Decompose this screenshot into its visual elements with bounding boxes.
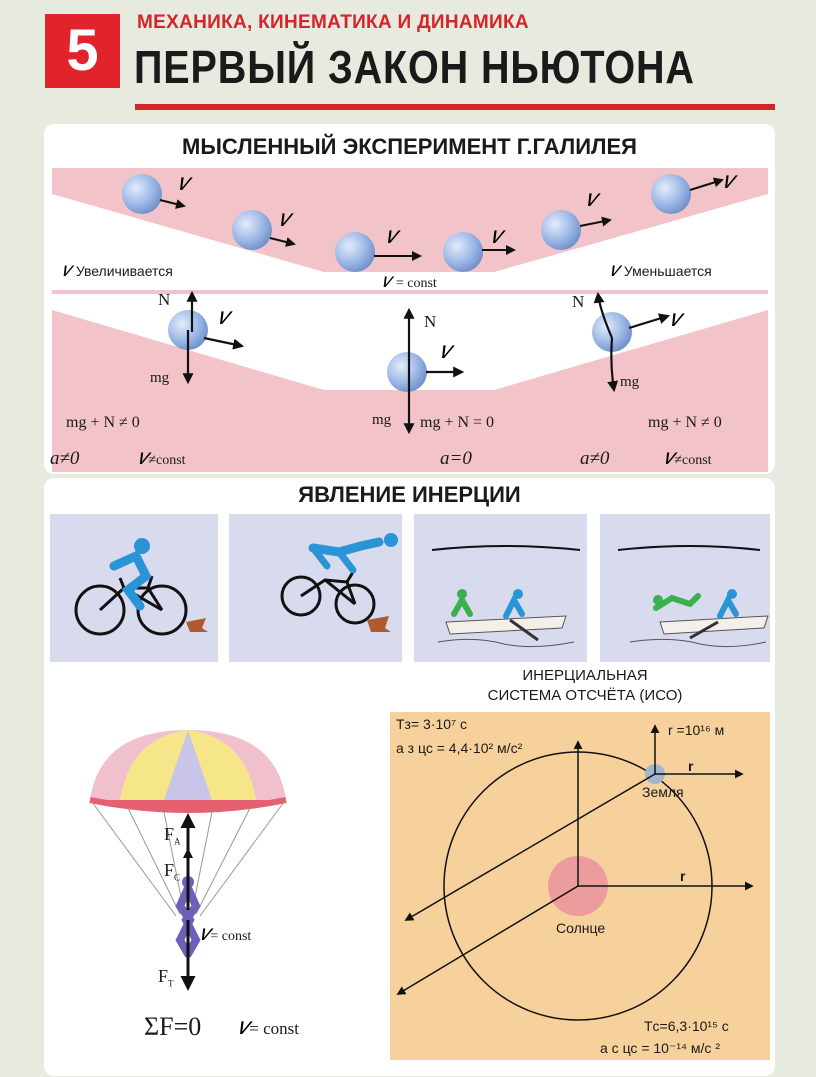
iso-caption-line1: ИНЕРЦИАЛЬНАЯ xyxy=(522,667,648,684)
v-symbol-top1: 𝑣 xyxy=(178,170,190,196)
title-underline xyxy=(135,104,775,110)
increases-text: Увеличивается xyxy=(75,263,173,279)
page-title: ПЕРВЫЙ ЗАКОН НЬЮТОНА xyxy=(134,41,695,93)
eq-right: mg + N ≠ 0 xyxy=(648,414,722,431)
bottom-v-const: 𝑣= const xyxy=(238,1014,299,1041)
force-ft-sub: T xyxy=(168,978,174,989)
sum-forces-eq: ΣF=0 xyxy=(144,1012,202,1041)
a-cc-label: a с цс = 10⁻¹⁴ м/с ² xyxy=(600,1040,720,1056)
inertia-card-cyclist-falling xyxy=(229,514,402,662)
force-fa-label: FA xyxy=(164,824,181,847)
v-symbol: 𝑣 xyxy=(200,920,211,945)
v-symbol-top3: 𝑣 xyxy=(386,223,398,249)
v-symbol: 𝑣 xyxy=(62,259,72,281)
ball xyxy=(443,232,483,272)
mg-label-mid: mg xyxy=(372,412,392,428)
r-earth-label: r xyxy=(688,758,694,774)
ball xyxy=(122,174,162,214)
not-const-text: ≠const xyxy=(148,453,186,468)
top-balls xyxy=(122,174,724,272)
v-symbol-top4: 𝑣 xyxy=(491,223,503,249)
v-increases-label: 𝑣 Увеличивается xyxy=(62,259,173,282)
const-text: = const xyxy=(210,929,252,944)
ball xyxy=(592,312,632,352)
top-track xyxy=(52,194,768,290)
v-symbol-top2: 𝑣 xyxy=(279,206,291,232)
parachute-diagram xyxy=(89,730,287,991)
v-label-right: 𝑣 xyxy=(670,306,682,332)
a-zc-label: a з цс = 4,4·10² м/с² xyxy=(396,740,523,756)
force-ft-label: FT xyxy=(158,966,174,989)
inertia-card-cyclist-riding xyxy=(50,514,218,662)
v-symbol: 𝑣 xyxy=(138,444,149,469)
iso-caption: ИНЕРЦИАЛЬНАЯ СИСТЕМА ОТСЧЁТА (ИСО) xyxy=(440,666,730,706)
v-label-left: 𝑣 xyxy=(218,304,230,330)
iso-orbit-panel xyxy=(390,712,770,1060)
v-label-mid: 𝑣 xyxy=(440,338,452,364)
inertia-card-boat-stopped xyxy=(600,514,770,662)
section-number-badge: 5 xyxy=(45,14,120,88)
a-nonzero-right: a≠0 xyxy=(580,448,610,469)
v-symbol: 𝑣 xyxy=(238,1014,250,1040)
galileo-diagram xyxy=(52,168,768,472)
a-zero-mid: a=0 xyxy=(440,448,472,469)
n-label-right: N xyxy=(572,292,585,311)
parachute-v-const: 𝑣= const xyxy=(200,920,251,946)
const-text: = const xyxy=(249,1019,299,1038)
tc-label: Tс=6,3·10¹⁵ c xyxy=(644,1018,729,1034)
v-symbol: 𝑣 xyxy=(382,270,392,292)
ball xyxy=(335,232,375,272)
not-const-text: ≠const xyxy=(674,453,712,468)
force-fa-symbol: F xyxy=(164,824,175,844)
section-subtitle: МЕХАНИКА, КИНЕМАТИКА И ДИНАМИКА xyxy=(137,12,529,33)
iso-caption-line2: СИСТЕМА ОТСЧЁТА (ИСО) xyxy=(487,687,683,704)
force-fa-sub: A xyxy=(174,836,181,847)
ball xyxy=(387,352,427,392)
n-label-mid: N xyxy=(424,312,437,331)
const-text: = const xyxy=(395,276,437,291)
v-not-const-left: 𝑣≠const xyxy=(138,444,186,470)
force-fc-label: FC xyxy=(164,860,180,883)
r-big-label: r =10¹⁶ м xyxy=(668,722,725,738)
v-symbol: 𝑣 xyxy=(664,444,675,469)
v-symbol-top5: 𝑣 xyxy=(586,186,598,212)
v-symbol: 𝑣 xyxy=(610,259,620,281)
r-sun-label: r xyxy=(680,868,686,884)
inertia-title: ЯВЛЕНИЕ ИНЕРЦИИ xyxy=(298,482,521,507)
sun-label: Солнце xyxy=(556,920,606,936)
earth-label: Земля xyxy=(642,784,684,800)
mg-label-right: mg xyxy=(620,374,640,390)
inertia-card-boat-moving xyxy=(414,514,587,662)
v-decreases-label: 𝑣 Уменьшается xyxy=(610,259,712,282)
te-label: Tз= 3·10⁷ c xyxy=(396,716,468,732)
eq-left: mg + N ≠ 0 xyxy=(66,414,140,431)
galileo-title: МЫСЛЕННЫЙ ЭКСПЕРИМЕНТ Г.ГАЛИЛЕЯ xyxy=(182,134,637,159)
mg-label-left: mg xyxy=(150,370,170,386)
bottom-balls xyxy=(168,290,671,435)
decreases-text: Уменьшается xyxy=(623,263,712,279)
a-nonzero-left: a≠0 xyxy=(50,448,80,469)
ball xyxy=(541,210,581,250)
eq-mid: mg + N = 0 xyxy=(420,414,495,431)
v-const-label: 𝑣 = const xyxy=(382,270,437,293)
v-not-const-right: 𝑣≠const xyxy=(664,444,712,470)
force-fc-sub: C xyxy=(174,872,181,883)
ball xyxy=(651,174,691,214)
ball xyxy=(232,210,272,250)
v-symbol-top6: 𝑣 xyxy=(723,168,735,194)
force-ft-symbol: F xyxy=(158,966,169,986)
n-label-left: N xyxy=(158,290,171,309)
force-fc-symbol: F xyxy=(164,860,175,880)
